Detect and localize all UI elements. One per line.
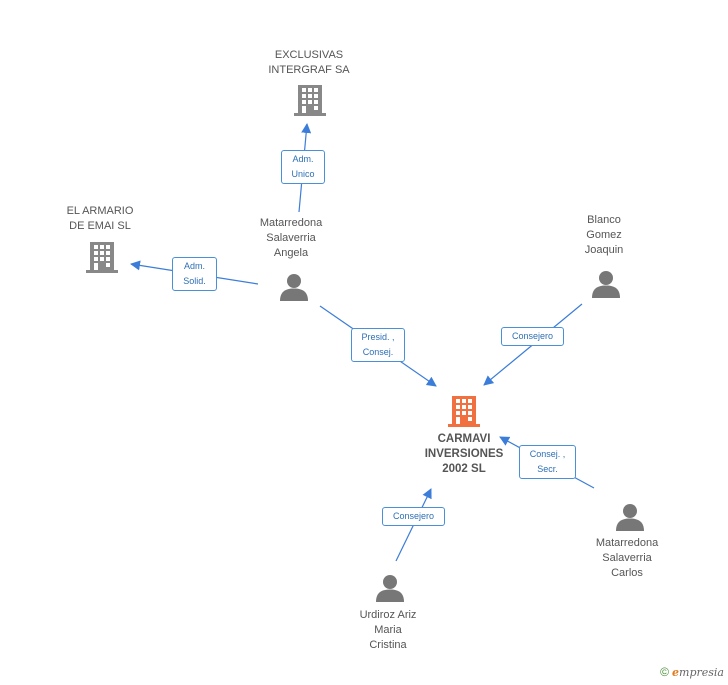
edge-label-adm-solid: Adm. Solid.: [172, 257, 217, 291]
person-icon[interactable]: [592, 271, 620, 298]
node-label-carmavi[interactable]: CARMAVI INVERSIONES 2002 SL: [424, 433, 504, 475]
building-icon[interactable]: [86, 242, 118, 273]
edge-label-consejero-blanco: Consejero: [501, 327, 564, 346]
person-icon[interactable]: [280, 274, 308, 301]
edge-label-adm-unico: Adm. Unico: [281, 150, 325, 184]
node-label-urdiroz[interactable]: Urdiroz Ariz Maria Cristina: [359, 609, 417, 651]
brand-logo: empresia: [672, 666, 724, 679]
node-label-blanco[interactable]: Blanco Gomez Joaquin: [584, 214, 624, 256]
person-icon[interactable]: [376, 575, 404, 602]
building-icon[interactable]: [448, 396, 480, 427]
edge-label-presid-consej: Presid. , Consej.: [351, 328, 405, 362]
node-label-exclusivas[interactable]: EXCLUSIVAS INTERGRAF SA: [268, 49, 350, 76]
node-label-carlos[interactable]: Matarredona Salaverria Carlos: [595, 537, 659, 579]
node-label-angela[interactable]: Matarredona Salaverria Angela: [259, 217, 323, 259]
brand-footer: © empresia: [660, 665, 724, 679]
node-label-armario[interactable]: EL ARMARIO DE EMAI SL: [66, 205, 134, 232]
person-icon[interactable]: [616, 504, 644, 531]
edge-label-consej-secr: Consej. , Secr.: [519, 445, 576, 479]
copyright-icon: ©: [660, 665, 669, 679]
edge-label-consejero-urdiroz: Consejero: [382, 507, 445, 526]
building-icon[interactable]: [294, 85, 326, 116]
